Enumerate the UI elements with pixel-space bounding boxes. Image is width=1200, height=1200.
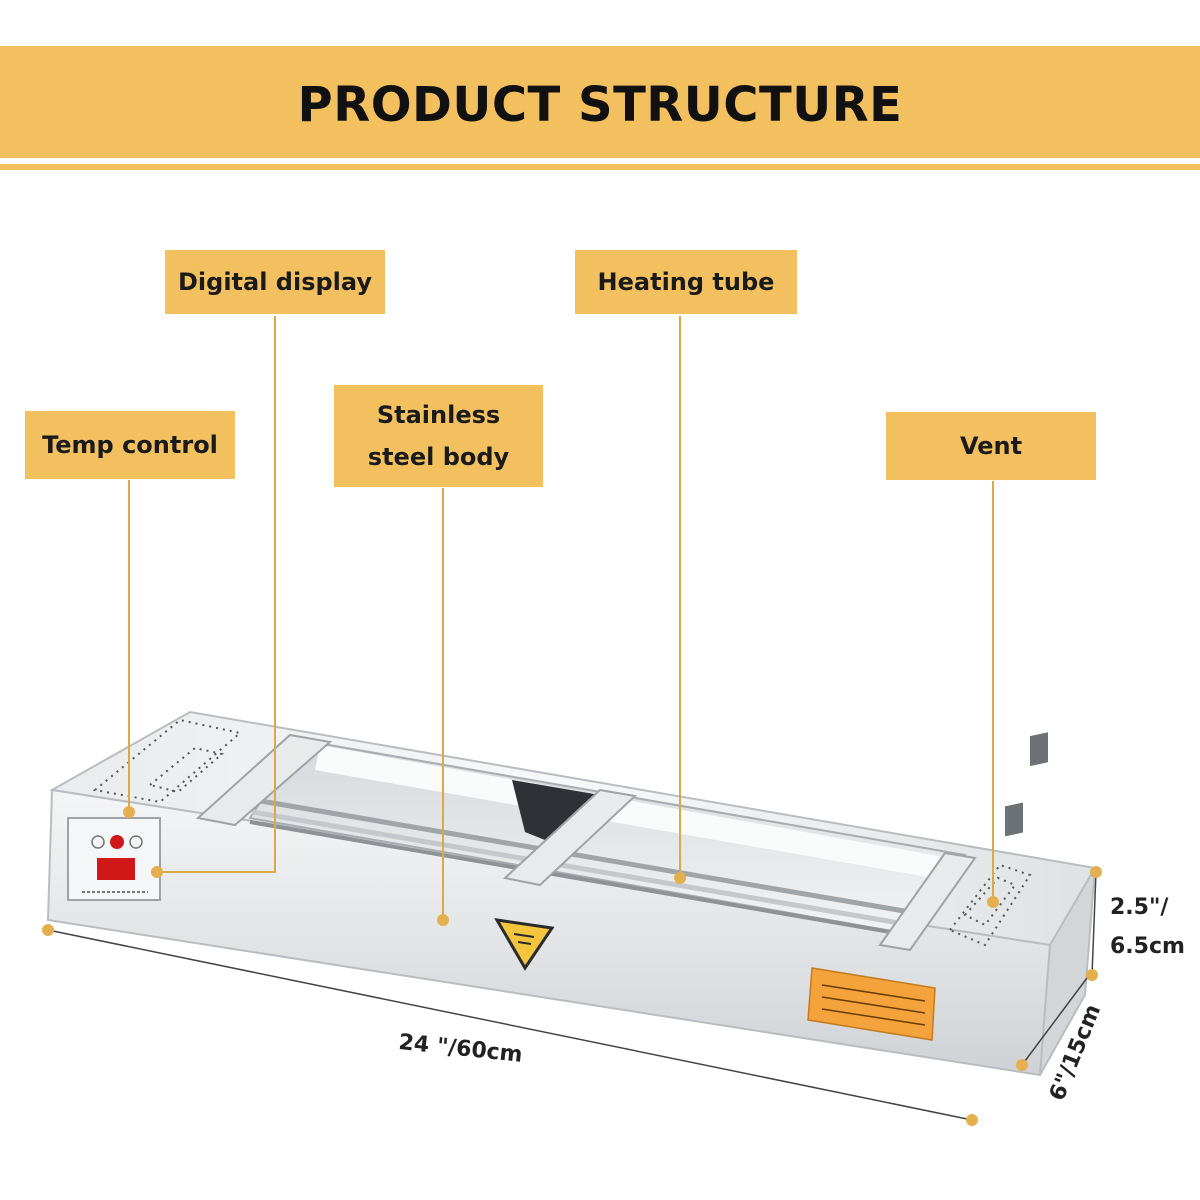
tray-reflection <box>512 780 600 840</box>
label-heating-tube: Heating tube <box>575 250 797 314</box>
control-button-left <box>91 835 105 849</box>
label-temp-control: Temp control <box>25 411 235 479</box>
brace-right <box>878 851 977 952</box>
heating-tube-rod-2 <box>251 809 906 927</box>
vent-right-outer <box>948 863 1032 947</box>
heating-tube-rod-3 <box>249 820 903 936</box>
leader-dot-temp-control <box>123 806 135 818</box>
dimension-depth-line <box>1021 977 1088 1066</box>
label-temp-control-text: Temp control <box>42 431 218 459</box>
label-stainless-steel-body: Stainless steel body <box>334 385 543 487</box>
leader-dot-vent <box>987 896 999 908</box>
control-button-right <box>129 835 143 849</box>
digital-display-screen <box>97 858 135 880</box>
label-stainless-line1: Stainless <box>376 401 501 429</box>
control-button-power <box>110 835 124 849</box>
label-vent: Vent <box>886 412 1096 480</box>
side-connector-2 <box>1005 802 1023 837</box>
header-underline <box>0 164 1200 170</box>
label-stainless-line2: steel body <box>367 443 510 471</box>
leader-digital-display <box>157 316 276 873</box>
side-connector-1 <box>1030 732 1048 767</box>
leader-dot-heating-tube <box>674 872 686 884</box>
brace-left <box>195 733 333 827</box>
dimension-height-label-line1: 2.5"/ <box>1110 895 1169 920</box>
dimension-height-line <box>1091 871 1097 976</box>
heating-tube-rod-1 <box>254 797 911 915</box>
vent-left-inner <box>147 746 225 794</box>
dimension-length-line <box>47 929 973 1121</box>
label-digital-display: Digital display <box>165 250 385 314</box>
tray-back-wall <box>315 745 950 880</box>
leader-dot-stainless-body <box>437 914 449 926</box>
brace-middle <box>502 788 638 887</box>
label-digital-display-text: Digital display <box>177 268 372 296</box>
label-vent-text: Vent <box>959 432 1023 460</box>
page-title: PRODUCT STRUCTURE <box>297 77 903 133</box>
leader-dot-digital-display <box>151 866 163 878</box>
dimension-height-label-line2: 6.5cm <box>1110 934 1185 959</box>
header-banner: PRODUCT STRUCTURE <box>0 46 1200 158</box>
label-heating-tube-text: Heating tube <box>597 268 775 296</box>
